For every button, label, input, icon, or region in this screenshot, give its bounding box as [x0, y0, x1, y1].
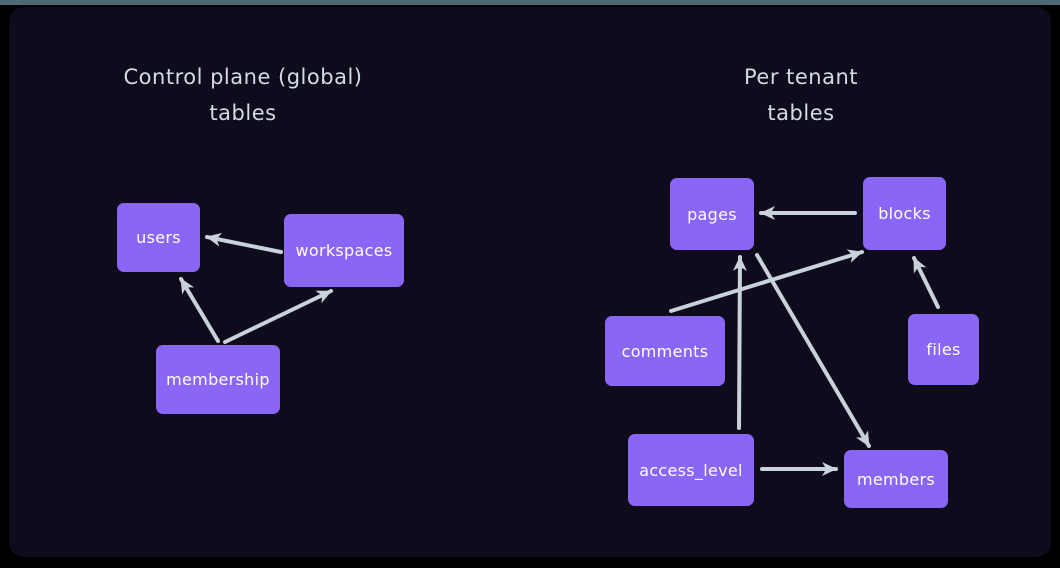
node-blocks: blocks — [863, 177, 946, 250]
node-members: members — [844, 450, 948, 508]
node-comments: comments — [605, 316, 725, 386]
node-label-files: files — [926, 340, 961, 359]
node-label-blocks: blocks — [878, 204, 931, 223]
node-label-workspaces: workspaces — [295, 241, 393, 260]
node-files: files — [908, 314, 979, 385]
node-membership: membership — [156, 345, 280, 414]
group-title-control-plane: Control plane (global) tables — [83, 59, 403, 131]
group-title-line-1: Per tenant — [743, 65, 859, 89]
node-label-users: users — [136, 228, 181, 247]
group-title-line-2: tables — [209, 101, 277, 125]
top-strip — [0, 0, 1060, 5]
node-label-pages: pages — [687, 204, 737, 224]
node-workspaces: workspaces — [284, 214, 404, 287]
node-label-membership: membership — [166, 370, 270, 389]
group-title-line-2: tables — [767, 101, 835, 125]
node-label-members: members — [856, 469, 936, 489]
group-title-line-1: Control plane (global) — [123, 65, 363, 89]
node-pages: pages — [670, 178, 754, 250]
node-label-comments: comments — [621, 341, 709, 361]
group-title-per-tenant: Per tenant tables — [641, 59, 961, 131]
node-users: users — [117, 203, 200, 272]
node-label-access_level: access_level — [639, 460, 743, 480]
node-access_level: access_level — [628, 434, 754, 506]
